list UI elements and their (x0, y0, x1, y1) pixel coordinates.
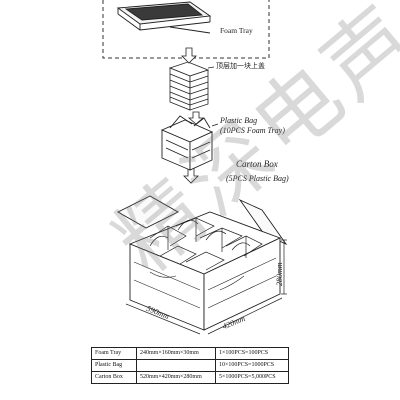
tray-stack-drawing (168, 61, 210, 111)
foam-tray-drawing (116, 1, 212, 34)
table-cell-size (136, 359, 216, 372)
packing-spec-table: Foam Tray 240mm×160mm×30mm 1×100PCS=100P… (91, 347, 289, 384)
table-cell-size: 240mm×160mm×30mm (136, 347, 216, 360)
carton-box-qty: (5PCS Plastic Bag) (226, 174, 289, 183)
table-cell-size: 520mm×420mm×280mm (136, 371, 216, 384)
table-cell-qty: 5×1000PCS=5,000PCS (215, 371, 289, 384)
table-cell-qty: 10×100PCS=1000PCS (215, 359, 289, 372)
carton-box-label: Carton Box (236, 159, 278, 169)
table-cell-name: Plastic Bag (91, 359, 137, 372)
dimension-lines (125, 239, 287, 335)
height-dimension: 280mm (275, 262, 284, 286)
table-cell-qty: 1×100PCS=100PCS (215, 347, 289, 360)
table-row: Plastic Bag 10×100PCS=1000PCS (91, 359, 289, 372)
foam-tray-label: Foam Tray (220, 26, 253, 35)
top-cover-note: 顶层加一块上盖 (216, 62, 265, 70)
table-row: Carton Box 520mm×420mm×280mm 5×1000PCS=5… (91, 371, 289, 384)
carton-box-drawing (117, 195, 288, 331)
down-arrow-1 (181, 47, 197, 64)
down-arrow-2 (187, 111, 205, 125)
table-cell-name: Carton Box (91, 371, 137, 384)
table-row: Foam Tray 240mm×160mm×30mm 1×100PCS=100P… (91, 347, 289, 360)
plastic-bag-drawing (160, 115, 214, 171)
plastic-bag-qty: (10PCS Foam Tray) (220, 126, 285, 135)
down-arrow-3 (183, 167, 199, 184)
table-cell-name: Foam Tray (91, 347, 137, 360)
plastic-bag-label: Plastic Bag (220, 116, 258, 125)
